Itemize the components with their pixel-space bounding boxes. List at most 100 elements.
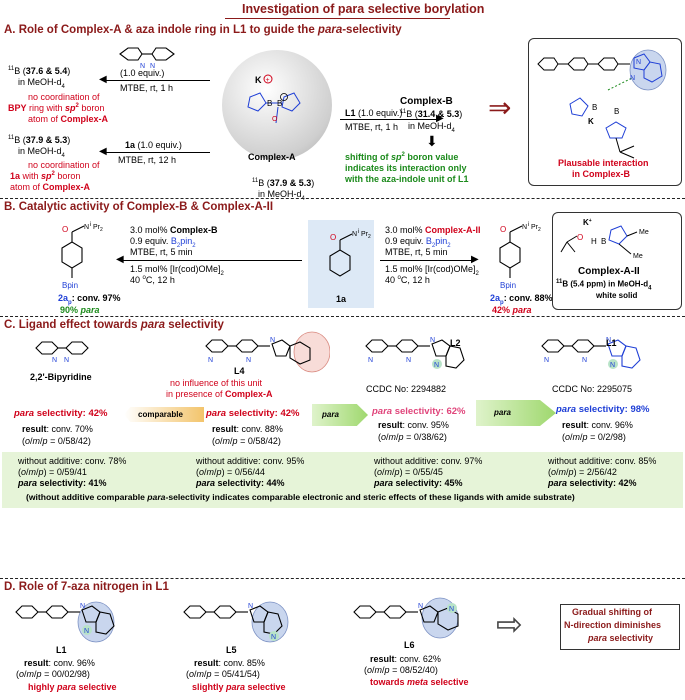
svg-text:N: N [140, 63, 145, 70]
note-2-line2: 1a with sp2 boron [10, 171, 81, 181]
note-1-line2: BPY ring with sp2 boron [8, 103, 105, 113]
para-arrow-2 [476, 400, 556, 426]
svg-text:N: N [80, 603, 85, 610]
d-l1-conv: result: conv. 96% [24, 658, 95, 668]
svg-text:B: B [267, 99, 272, 108]
cond-1: MTBE, rt, 1 h [120, 83, 174, 93]
wo-3-ratio: (o/m/p) = 0/55/45 [374, 467, 443, 477]
arrow-line-3 [340, 119, 440, 120]
nmr-1: 11B (37.6 & 5.4) [8, 66, 71, 76]
product-2ap-right: O N i Pr 2 Bpin [499, 222, 541, 290]
svg-text:+: + [266, 77, 270, 84]
conclusion-2: N-direction diminishes [564, 620, 662, 630]
svg-text:K: K [255, 75, 262, 85]
nmr-2-solvent: in MeOH-d4 [18, 146, 65, 159]
cond-l1: MTBE, rt, 1 h [345, 122, 399, 132]
bpin-left: Bpin [62, 281, 78, 290]
svg-text:2: 2 [538, 227, 541, 233]
svg-text:N: N [582, 357, 587, 364]
svg-text:N: N [64, 357, 69, 364]
svg-text:N: N [270, 337, 275, 344]
section-a-title: A. Role of Complex-A & aza indole ring i… [4, 24, 402, 36]
ligand-l1-structure: N N N N [541, 337, 641, 369]
complex-b-nmr: 11B (31.4 & 5.3) [400, 109, 463, 119]
ligand-l1-ccdc: CCDC No: 2295075 [552, 384, 633, 394]
d-l6-ratio: (o/m/p = 08/52/40) [364, 665, 438, 675]
divider-a [0, 198, 685, 199]
complex-a-ii-label: Complex-A-II [578, 266, 640, 277]
left-cond-5: 40 oC, 12 h [130, 275, 175, 285]
svg-text:O: O [330, 233, 336, 242]
without-additive-panel [2, 452, 683, 508]
bpin-right: Bpin [500, 281, 516, 290]
without-additive-footnote: (without additive comparable para-select… [26, 492, 575, 502]
shift-note-3: with the aza-indole unit of L1 [345, 174, 469, 184]
plausible-label-2: in Complex-B [572, 169, 631, 179]
section-d-title: D. Role of 7-aza nitrogen in L1 [4, 581, 169, 593]
svg-text:Pr: Pr [93, 224, 101, 231]
complex-a-nmr: 11B (37.9 & 5.3) [252, 178, 315, 188]
ligand-bpy-structure: N N [35, 341, 89, 364]
section-b-title: B. Catalytic activity of Complex-B & Com… [4, 201, 274, 213]
title-underline [225, 18, 450, 19]
wo-1-ratio: (o/m/p) = 0/59/41 [18, 467, 87, 477]
implies-arrow: ⇒ [488, 92, 512, 123]
note-2-line1: no coordination of [28, 160, 100, 170]
svg-text:O: O [272, 116, 278, 123]
l1-ratio: (o/m/p = 0/2/98) [562, 432, 626, 442]
para-arrow-1 [312, 404, 368, 426]
svg-text:N: N [352, 231, 357, 238]
svg-text:N: N [52, 357, 57, 364]
l2-ratio: (o/m/p = 0/38/62) [378, 432, 447, 442]
conclusion-3: para selectivity [588, 633, 654, 643]
shift-note-1: shifting of sp2 boron value [345, 152, 459, 162]
down-arrow: ⬇ [426, 133, 438, 149]
left-product-conv: 2ap: conv. 97% [58, 293, 121, 306]
wo-3-sel: para selectivity: 45% [374, 478, 463, 488]
l2-conv: result: conv. 95% [378, 420, 449, 430]
bpy-conv: result: conv. 70% [22, 424, 93, 434]
right-cond-4: 1.5 mol% [Ir(cod)OMe]2 [385, 264, 479, 277]
svg-text:Me: Me [639, 229, 649, 236]
d-l1-verdict: highly para selective [28, 682, 117, 692]
svg-text:Pr: Pr [531, 224, 539, 231]
svg-text:N: N [246, 357, 251, 364]
ligand-bpy-name: 2,2'-Bipyridine [30, 372, 92, 382]
d-l5-verdict: slightly para selective [192, 682, 286, 692]
substrate-1a-structure: O N i Pr 2 [329, 229, 371, 277]
right-product-para: 42% para [492, 305, 532, 315]
svg-text:2: 2 [100, 227, 103, 233]
wo-3-conv: without additive: conv. 97% [374, 456, 483, 466]
svg-text:Me: Me [633, 253, 643, 260]
svg-text:N: N [430, 337, 435, 344]
cond-2: MTBE, rt, 12 h [118, 155, 177, 165]
d-l5-name: L5 [226, 645, 237, 655]
reagent-2: 1a (1.0 equiv.) [125, 140, 182, 150]
comparable-label: comparable [138, 410, 183, 419]
svg-text:N: N [84, 628, 89, 635]
d-l1-ratio: (o/m/p = 00/02/98) [16, 669, 90, 679]
right-cond-3: MTBE, rt, 5 min [385, 247, 448, 257]
complex-a-sphere [222, 50, 332, 160]
divider-c [0, 578, 685, 579]
svg-text:N: N [208, 357, 213, 364]
svg-text:N: N [449, 606, 454, 613]
wo-2-conv: without additive: conv. 95% [196, 456, 305, 466]
plausible-label-1: Plausable interaction [558, 158, 649, 168]
arrow-head-2: ◀ [99, 146, 107, 157]
svg-text:N: N [544, 357, 549, 364]
complex-a-ii-state: white solid [596, 291, 638, 300]
left-cond-2: 0.9 equiv. B2pin2 [130, 236, 196, 249]
arrow-head-b-left: ◀ [116, 254, 124, 265]
note-1-line3: atom of Complex-A [28, 114, 109, 124]
bpy-selectivity: para selectivity: 42% [14, 408, 108, 419]
arrow-line-b-left [122, 260, 302, 261]
note-2-line3: atom of Complex-A [10, 182, 91, 192]
svg-text:N: N [368, 357, 373, 364]
l1-selectivity: para selectivity: 98% [556, 404, 650, 415]
substrate-label: 1a [336, 294, 347, 304]
l4-conv: result: conv. 88% [212, 424, 283, 434]
ligand-l2-name: L2 [450, 338, 461, 348]
comparable-arrow [124, 407, 204, 422]
complex-a-structure: K + B B O [247, 74, 301, 124]
